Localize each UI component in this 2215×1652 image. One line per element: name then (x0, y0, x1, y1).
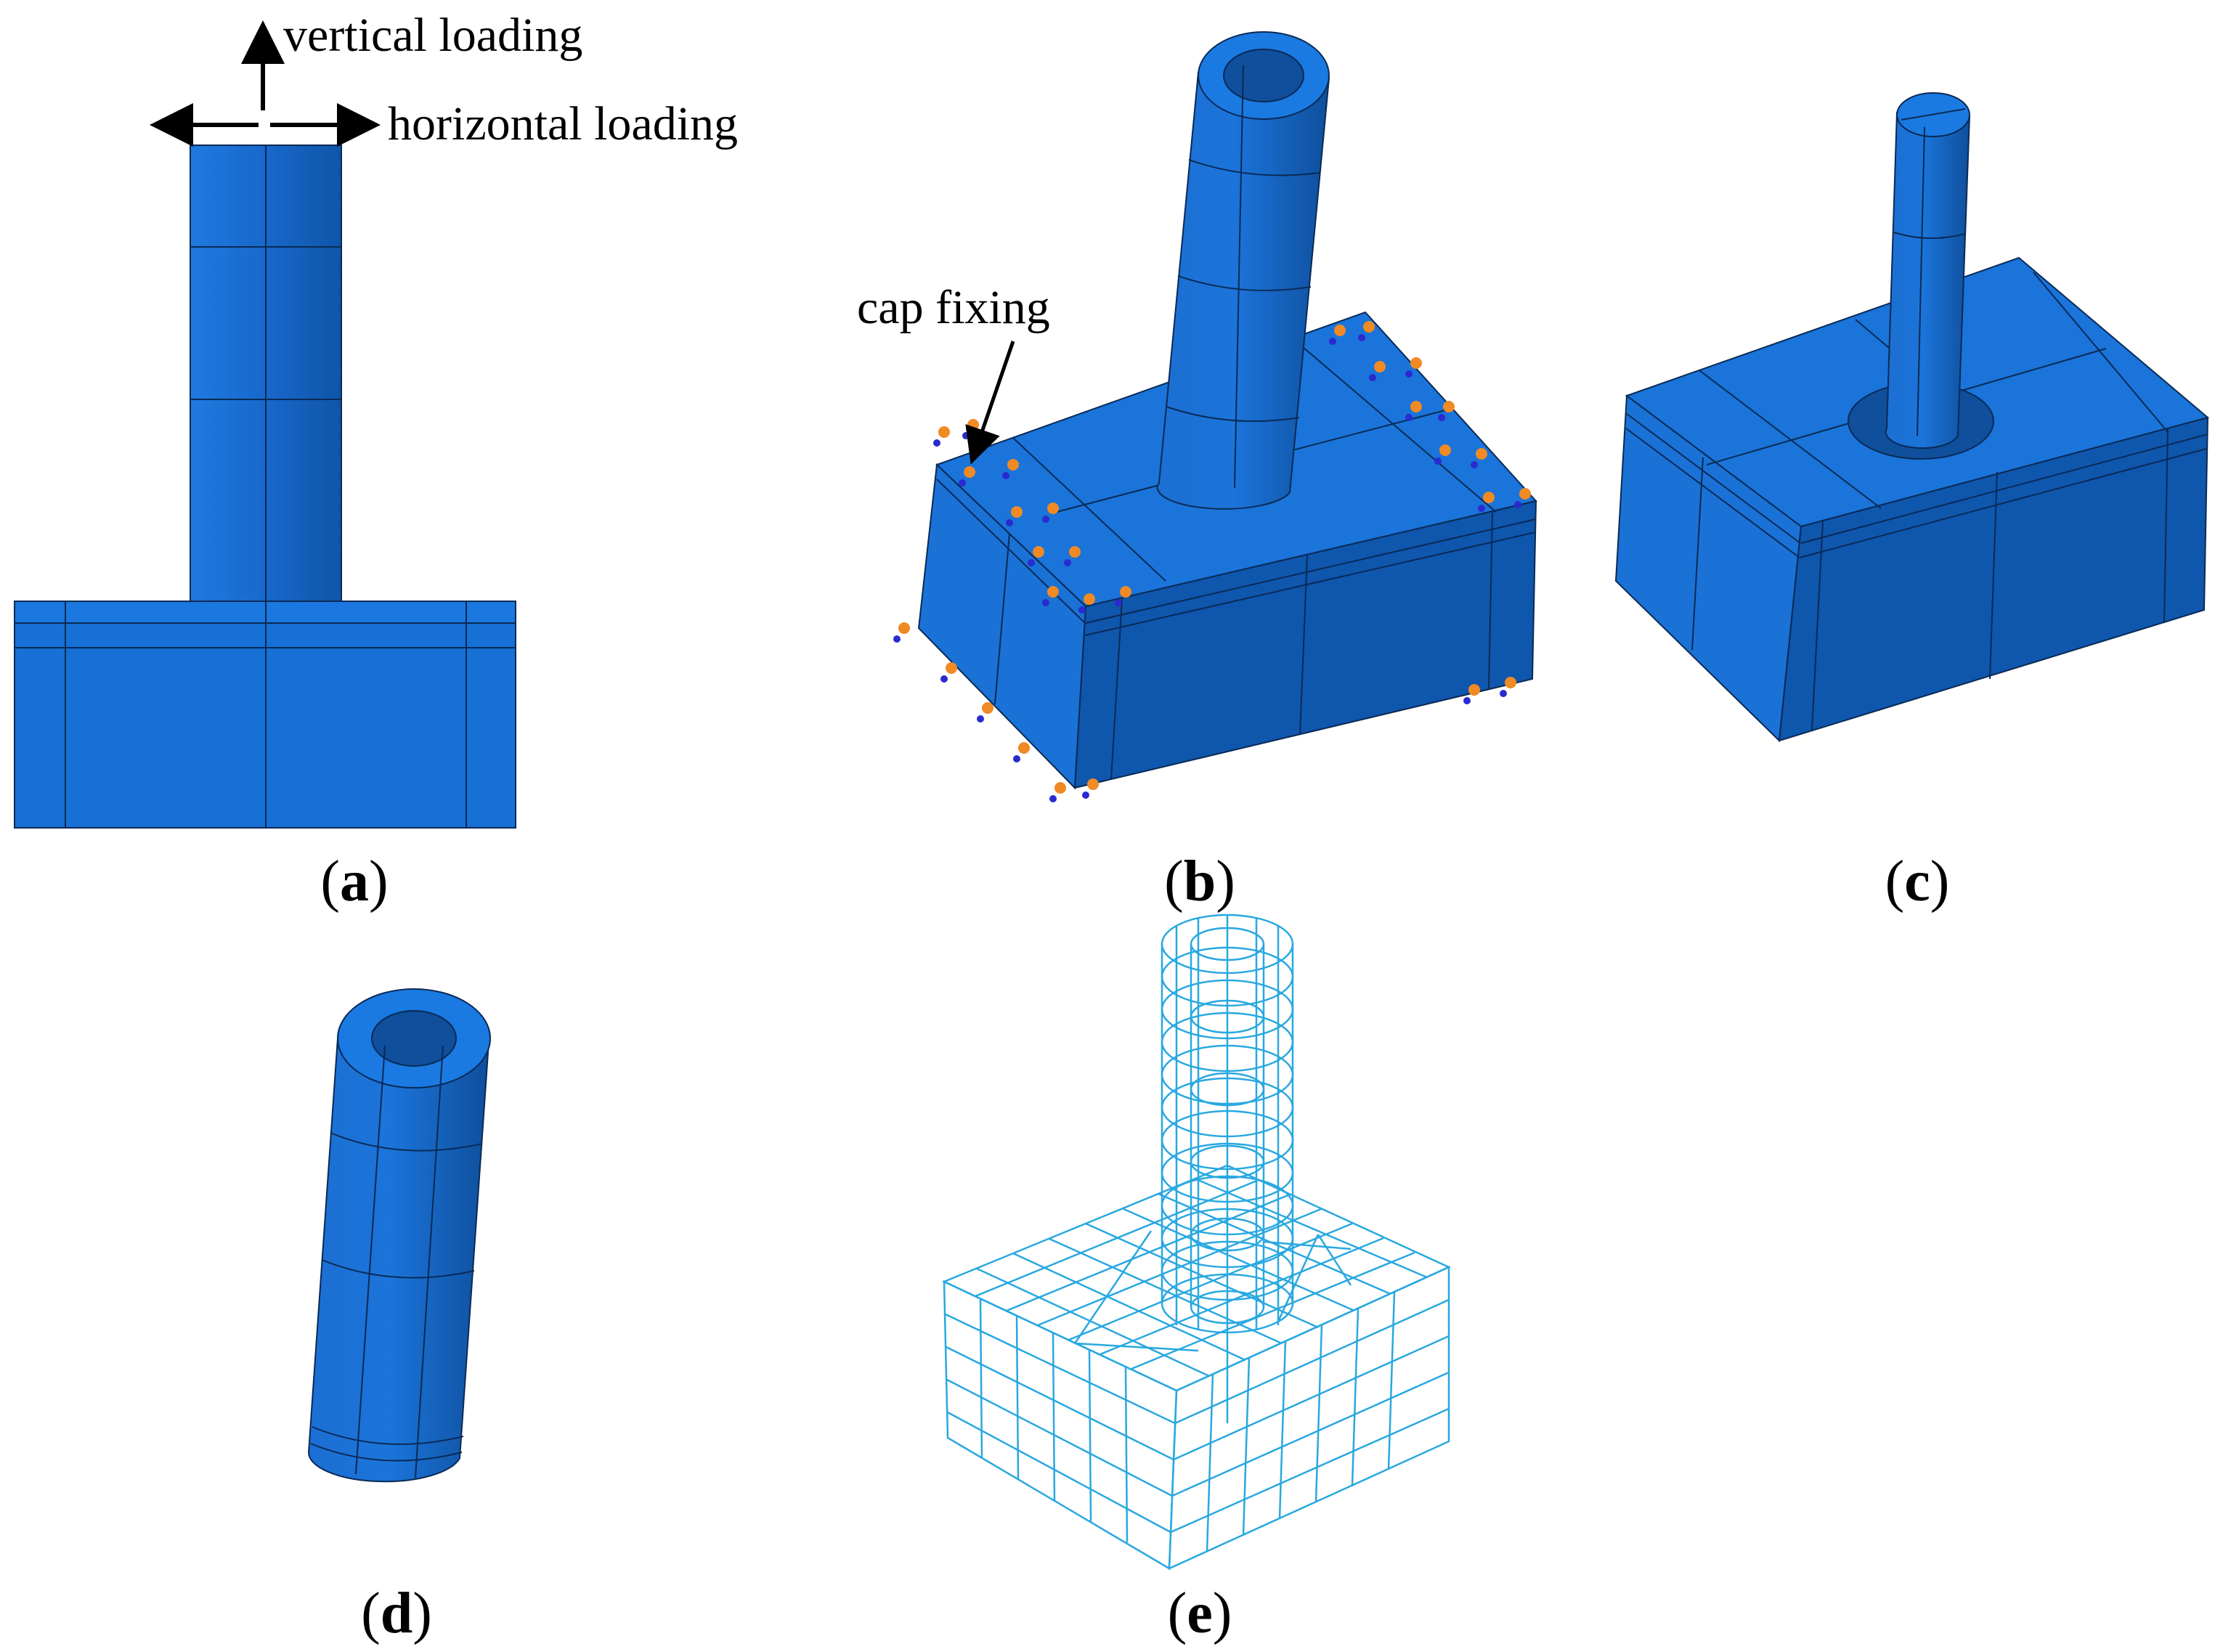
hollow-pier-column (1156, 71, 1330, 510)
cap-fixing-markers (893, 321, 1531, 802)
panel-label-c: (c) (1885, 850, 1950, 914)
cap-fixing-arrow (965, 341, 1015, 465)
panel-d-model (307, 988, 491, 1483)
panel-label-b: (b) (1164, 850, 1235, 914)
cap-fixing-label: cap fixing (857, 281, 1050, 334)
cap-grid-lines (945, 1177, 1450, 1553)
loading-arrows (150, 20, 381, 147)
panel-label-e: (e) (1168, 1582, 1232, 1645)
panel-label-d: (d) (361, 1582, 432, 1645)
panel-e-rebar-cage (941, 914, 1452, 1571)
horizontal-loading-label: horizontal loading (388, 97, 738, 150)
panel-a-model (14, 145, 516, 829)
hollow-pile (307, 1037, 490, 1483)
cap-front-face (1073, 500, 1537, 789)
solid-pier-column (1885, 111, 1971, 449)
panel-c-model (1614, 92, 2210, 743)
vertical-loading-label: vertical loading (283, 9, 582, 62)
column-cage (1161, 914, 1294, 1423)
panel-b-model (917, 31, 1537, 790)
panel-label-a: (a) (320, 850, 388, 914)
